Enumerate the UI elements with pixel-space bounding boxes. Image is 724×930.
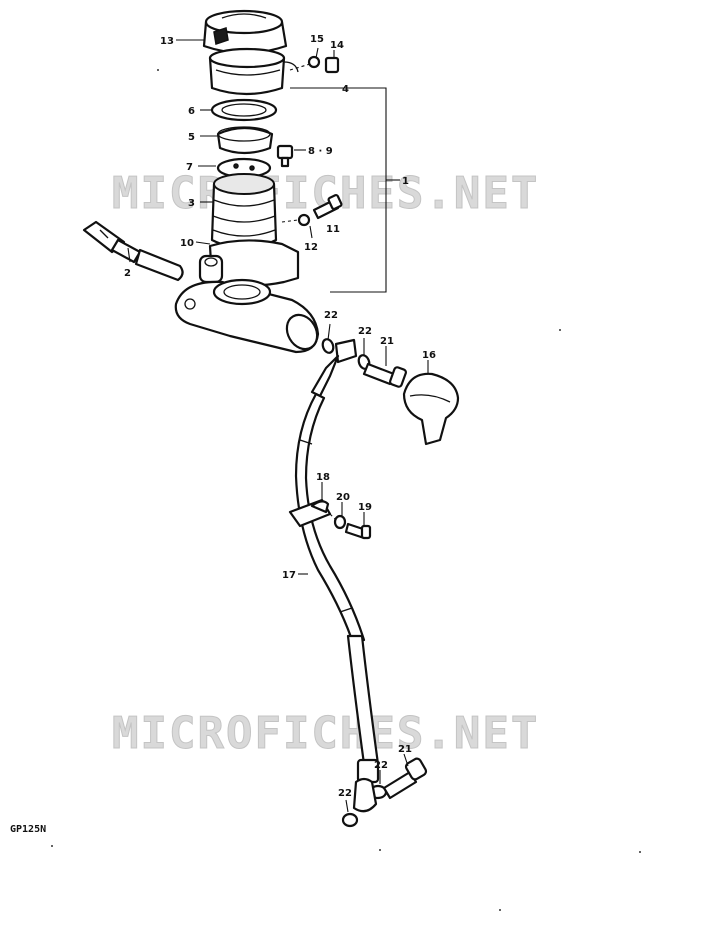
callout-labels: 13 15 14 4 6 5 7 8 · 9 1 3 11 12 10 2 22… xyxy=(124,34,436,799)
mount-bolt xyxy=(281,194,343,227)
rubber-boot xyxy=(402,372,460,446)
callout-20: 20 xyxy=(336,492,350,503)
callout-18: 18 xyxy=(316,472,330,483)
callout-4: 4 xyxy=(342,84,349,95)
callout-1: 1 xyxy=(402,176,409,187)
callout-10: 10 xyxy=(180,238,194,249)
banjo-bolt-top xyxy=(362,362,407,388)
cylinder-body xyxy=(210,173,278,250)
model-code: GP125N xyxy=(10,824,46,835)
bleeder-bolt xyxy=(276,144,294,168)
scan-speckles xyxy=(51,69,641,911)
callout-21-a: 21 xyxy=(380,336,394,347)
clamp-bolt xyxy=(329,513,372,540)
callout-21-b: 21 xyxy=(398,744,412,755)
callout-17: 17 xyxy=(282,570,296,581)
watermark-top: MICROFICHES.NET xyxy=(112,168,539,219)
banjo-union-bottom xyxy=(341,758,388,828)
callout-7: 7 xyxy=(186,162,193,173)
diaphragm-plate xyxy=(216,126,274,155)
pivot-pin xyxy=(82,220,184,282)
assembly-bracket xyxy=(290,87,400,293)
callout-22-b: 22 xyxy=(358,326,372,337)
diaphragm-ring xyxy=(210,98,278,122)
callout-22-d: 22 xyxy=(338,788,352,799)
callout-14: 14 xyxy=(330,40,344,51)
callout-16: 16 xyxy=(422,350,436,361)
banjo-union-top xyxy=(310,338,371,398)
banjo-bolt-bottom xyxy=(382,757,428,800)
reservoir-cap xyxy=(202,9,288,55)
master-cylinder-housing xyxy=(174,239,320,354)
cap-screw xyxy=(289,55,340,74)
leader-lines xyxy=(127,39,429,813)
callout-8-9: 8 · 9 xyxy=(308,146,333,157)
reservoir-body xyxy=(208,47,299,96)
callout-3: 3 xyxy=(188,198,195,209)
callout-19: 19 xyxy=(358,502,372,513)
callout-22-a: 22 xyxy=(324,310,338,321)
callout-15: 15 xyxy=(310,34,324,45)
callout-11: 11 xyxy=(326,224,340,235)
callout-12: 12 xyxy=(304,242,318,253)
watermark-bottom: MICROFICHES.NET xyxy=(112,708,539,759)
callout-2: 2 xyxy=(124,268,131,279)
callout-5: 5 xyxy=(188,132,195,143)
hose-clamp xyxy=(288,498,332,528)
callout-13: 13 xyxy=(160,36,174,47)
callout-22-c: 22 xyxy=(374,760,388,771)
callout-6: 6 xyxy=(188,106,195,117)
